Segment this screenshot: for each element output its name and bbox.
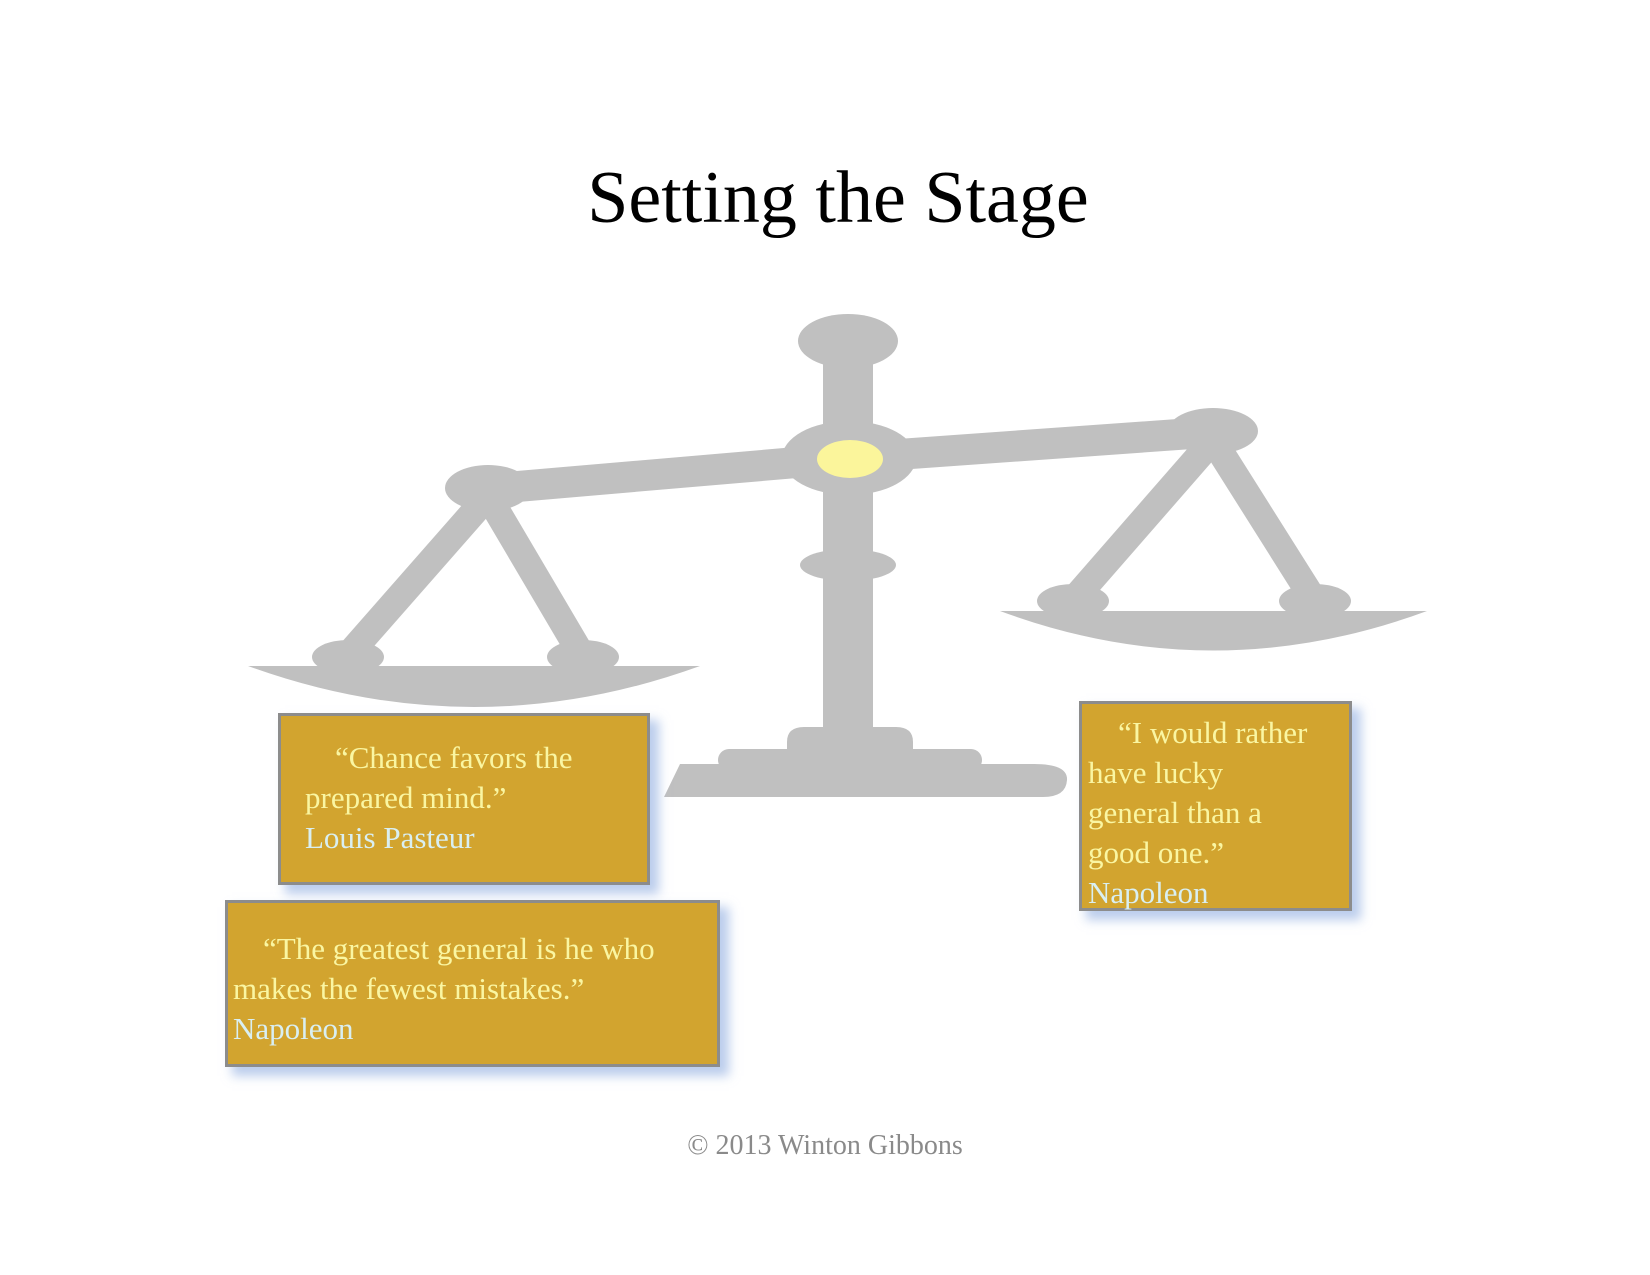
quote-box-napoleon-lucky: “I would rather have lucky general than … <box>1079 701 1352 911</box>
quote-line: “Chance favors the <box>335 740 573 775</box>
post-collar <box>800 549 896 581</box>
left-pan <box>248 666 700 707</box>
quote-box-pasteur: “Chance favors the prepared mind.” Louis… <box>278 713 650 885</box>
pivot-highlight-dot <box>817 440 883 478</box>
left-hanger-leg-outer <box>337 482 502 666</box>
quote-attribution: Napoleon <box>233 1011 354 1046</box>
left-hanger-leg-inner <box>474 482 594 666</box>
quote-attribution: Louis Pasteur <box>305 820 475 855</box>
quote-line: good one.” <box>1088 835 1225 870</box>
right-hanger-foot <box>1037 584 1109 618</box>
right-pan <box>1000 611 1427 651</box>
left-hanger-foot <box>547 640 619 674</box>
right-hanger-foot <box>1279 584 1351 618</box>
quote-line: makes the fewest mistakes.” <box>233 971 585 1006</box>
quote-line: prepared mind.” <box>305 780 507 815</box>
right-hanger-leg-inner <box>1199 426 1326 611</box>
quote-line: “The greatest general is he who <box>263 931 655 966</box>
quote-line: “I would rather <box>1118 715 1308 750</box>
quote-line: general than a <box>1088 795 1262 830</box>
quote-line: have lucky <box>1088 755 1224 790</box>
quote-box-napoleon-mistakes: “The greatest general is he who makes th… <box>225 900 720 1067</box>
right-hanger-leg-outer <box>1062 426 1227 611</box>
copyright-text: © 2013 Winton Gibbons <box>687 1130 963 1161</box>
left-hanger-foot <box>312 640 384 674</box>
top-knob <box>798 314 898 368</box>
lower-post <box>823 460 873 740</box>
balance-scale <box>248 314 1427 797</box>
quote-attribution: Napoleon <box>1088 875 1209 910</box>
base-slab <box>664 764 1068 797</box>
page-title: Setting the Stage <box>587 157 1089 239</box>
